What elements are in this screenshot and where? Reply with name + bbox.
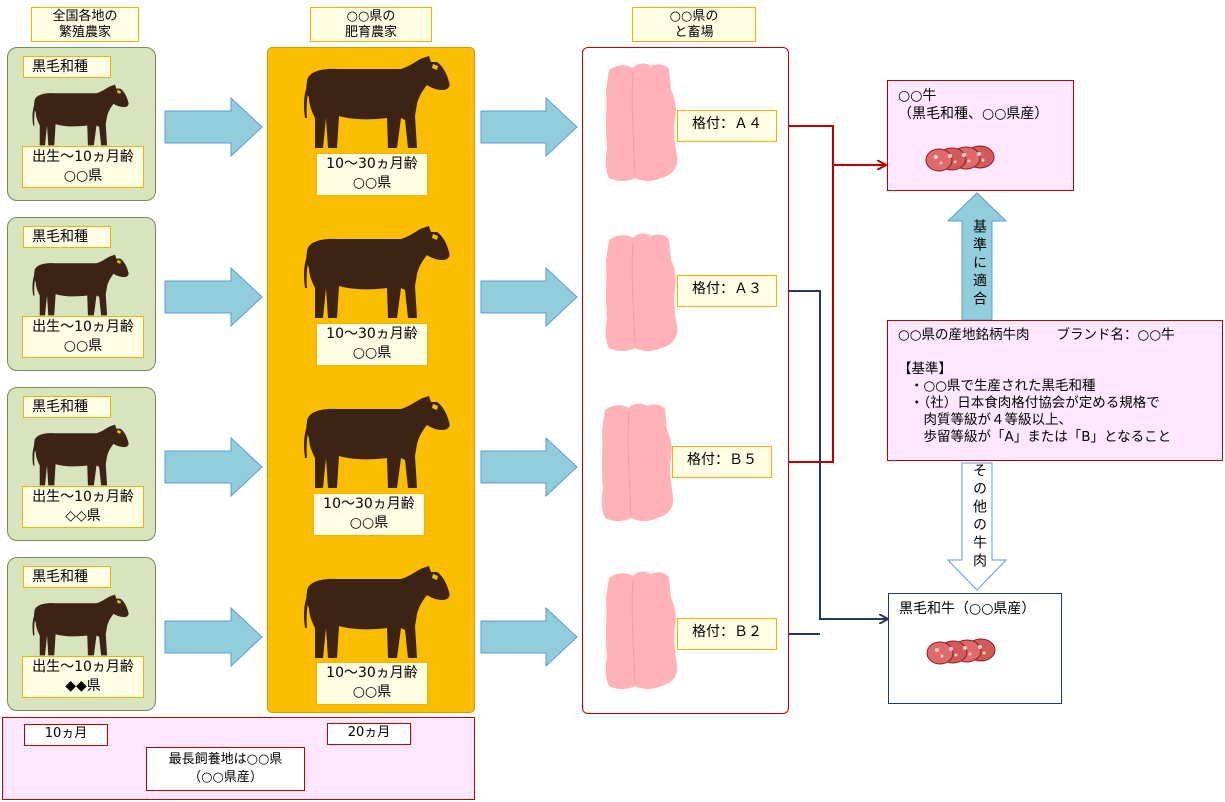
- cow-icon: [30, 592, 130, 658]
- age-text: 10～30ヵ月齢: [326, 156, 418, 172]
- flow-arrows-2: [480, 96, 578, 668]
- longest-rearing-origin: （○○県産）: [188, 770, 263, 785]
- brand-standard-box: ○○県の産地銘柄牛肉 ブランド名：○○牛 【基準】 ・○○県で生産された黒毛和種…: [887, 320, 1223, 461]
- age-text: 出生～10ヵ月齢: [32, 319, 134, 335]
- pref-text: ◇◇県: [65, 508, 101, 524]
- header-breeders: 全国各地の 繁殖農家: [31, 7, 139, 42]
- standard-item: 歩留等級が「A」または「B」となること: [910, 429, 1172, 445]
- standard-item: 肉質等級が４等級以上、: [910, 412, 1072, 428]
- age-text: 出生～10ヵ月齢: [32, 489, 134, 505]
- pref-text: ○○県: [63, 338, 103, 354]
- carcass-icon: [603, 60, 683, 185]
- breeder-age-label: 出生～10ヵ月齢 ○○県: [22, 316, 144, 358]
- flow-arrow: [480, 96, 578, 158]
- brand-beef-name: ○○牛: [898, 88, 937, 104]
- breed-tag: 黒毛和種: [23, 56, 111, 78]
- fattening-age-label: 10～30ヵ月齢 ○○県: [316, 323, 428, 366]
- red-connectors: [771, 125, 885, 463]
- cow-icon: [301, 52, 451, 152]
- cow-icon: [301, 392, 451, 492]
- slaughter-panel: [582, 47, 789, 714]
- meat-icon: [925, 632, 997, 668]
- breed-tag: 黒毛和種: [23, 566, 111, 588]
- meat-icon: [924, 139, 996, 175]
- fattening-panel: 10～30ヵ月齢 ○○県 10～30ヵ月齢 ○○県 10～30ヵ月齢 ○○県 1…: [267, 47, 475, 713]
- pref-text: ◆◆県: [65, 678, 101, 694]
- breeder-age-label: 出生～10ヵ月齢 ◆◆県: [22, 656, 144, 698]
- age-text: 出生～10ヵ月齢: [32, 149, 134, 165]
- carcass-icon: [603, 568, 683, 693]
- standard-item: ・（社）日本食肉格付協会が定める規格で: [910, 395, 1160, 411]
- flow-arrows-1: [164, 96, 263, 668]
- grade-b5: 格付：Ｂ５: [672, 446, 772, 478]
- brand-beef-box: ○○牛 （黒毛和種、○○県産）: [887, 80, 1074, 191]
- grade-b2: 格付：Ｂ２: [677, 618, 777, 650]
- criteria-arrow-label: 基準に適合: [971, 219, 987, 309]
- flow-arrow: [480, 606, 578, 668]
- breeder-panel-1: 黒毛和種 出生～10ヵ月齢 ○○県: [7, 47, 156, 201]
- pref-text: ○○県: [63, 168, 103, 184]
- flow-arrow: [164, 96, 263, 158]
- connector-a4: [777, 125, 885, 165]
- pref-text: ○○県: [352, 684, 392, 700]
- grade-a3: 格付：Ａ３: [677, 275, 777, 307]
- grade-a4: 格付：Ａ４: [677, 110, 777, 142]
- other-arrow-label: その他の牛肉: [971, 463, 987, 571]
- brand-beef-desc: （黒毛和種、○○県産）: [898, 106, 1049, 122]
- carcass-icon: [603, 230, 683, 355]
- longest-rearing-text: 最長飼養地は○○県: [168, 752, 283, 767]
- age-text: 出生～10ヵ月齢: [32, 659, 134, 675]
- flow-arrow: [164, 436, 263, 498]
- pref-text: ○○県: [349, 515, 389, 531]
- age-text: 10～30ヵ月齢: [326, 665, 418, 681]
- age-text: 10～30ヵ月齢: [326, 326, 418, 342]
- breeder-panel-3: 黒毛和種 出生～10ヵ月齢 ◇◇県: [7, 387, 156, 541]
- cow-icon: [30, 422, 130, 488]
- other-arrow: [946, 462, 1008, 591]
- fattening-age-label: 10～30ヵ月齢 ○○県: [313, 493, 425, 536]
- fattening-age-label: 10～30ヵ月齢 ○○県: [316, 153, 428, 196]
- cow-icon: [30, 252, 130, 318]
- carcass-icon: [599, 400, 679, 525]
- label-10-months: 10ヵ月: [24, 724, 108, 746]
- pref-text: ○○県: [352, 175, 392, 191]
- plain-beef-box: 黒毛和牛（○○県産）: [888, 593, 1062, 704]
- breed-tag: 黒毛和種: [23, 396, 111, 418]
- standard-heading: 【基準】: [898, 361, 952, 377]
- longest-rearing-box: 最長飼養地は○○県 （○○県産）: [146, 747, 305, 791]
- label-20-months: 20ヵ月: [327, 723, 411, 745]
- breeder-age-label: 出生～10ヵ月齢 ◇◇県: [22, 486, 144, 528]
- flow-arrow: [480, 436, 578, 498]
- criteria-arrow: [946, 192, 1008, 321]
- breeder-panel-4: 黒毛和種 出生～10ヵ月齢 ◆◆県: [7, 557, 156, 711]
- standard-item: ・○○県で生産された黒毛和種: [910, 378, 1096, 394]
- header-slaughter: ○○県の と畜場: [632, 7, 756, 42]
- cow-icon: [301, 562, 451, 662]
- breeder-age-label: 出生～10ヵ月齢 ○○県: [22, 146, 144, 188]
- connector-a3: [775, 290, 887, 619]
- fattening-age-label: 10～30ヵ月齢 ○○県: [316, 662, 428, 705]
- cow-icon: [30, 82, 130, 148]
- header-fattening: ○○県の 肥育農家: [310, 7, 432, 42]
- breeder-panel-2: 黒毛和種 出生～10ヵ月齢 ○○県: [7, 217, 156, 371]
- connector-b5: [771, 165, 834, 463]
- breed-tag: 黒毛和種: [23, 226, 111, 248]
- plain-beef-name: 黒毛和牛（○○県産）: [899, 601, 1036, 617]
- flow-arrow: [164, 606, 263, 668]
- age-text: 10～30ヵ月齢: [323, 496, 415, 512]
- flow-arrow: [164, 266, 263, 328]
- cow-icon: [301, 222, 451, 322]
- pref-text: ○○県: [352, 345, 392, 361]
- flow-arrow: [480, 266, 578, 328]
- standard-title: ○○県の産地銘柄牛肉 ブランド名：○○牛: [898, 327, 1175, 343]
